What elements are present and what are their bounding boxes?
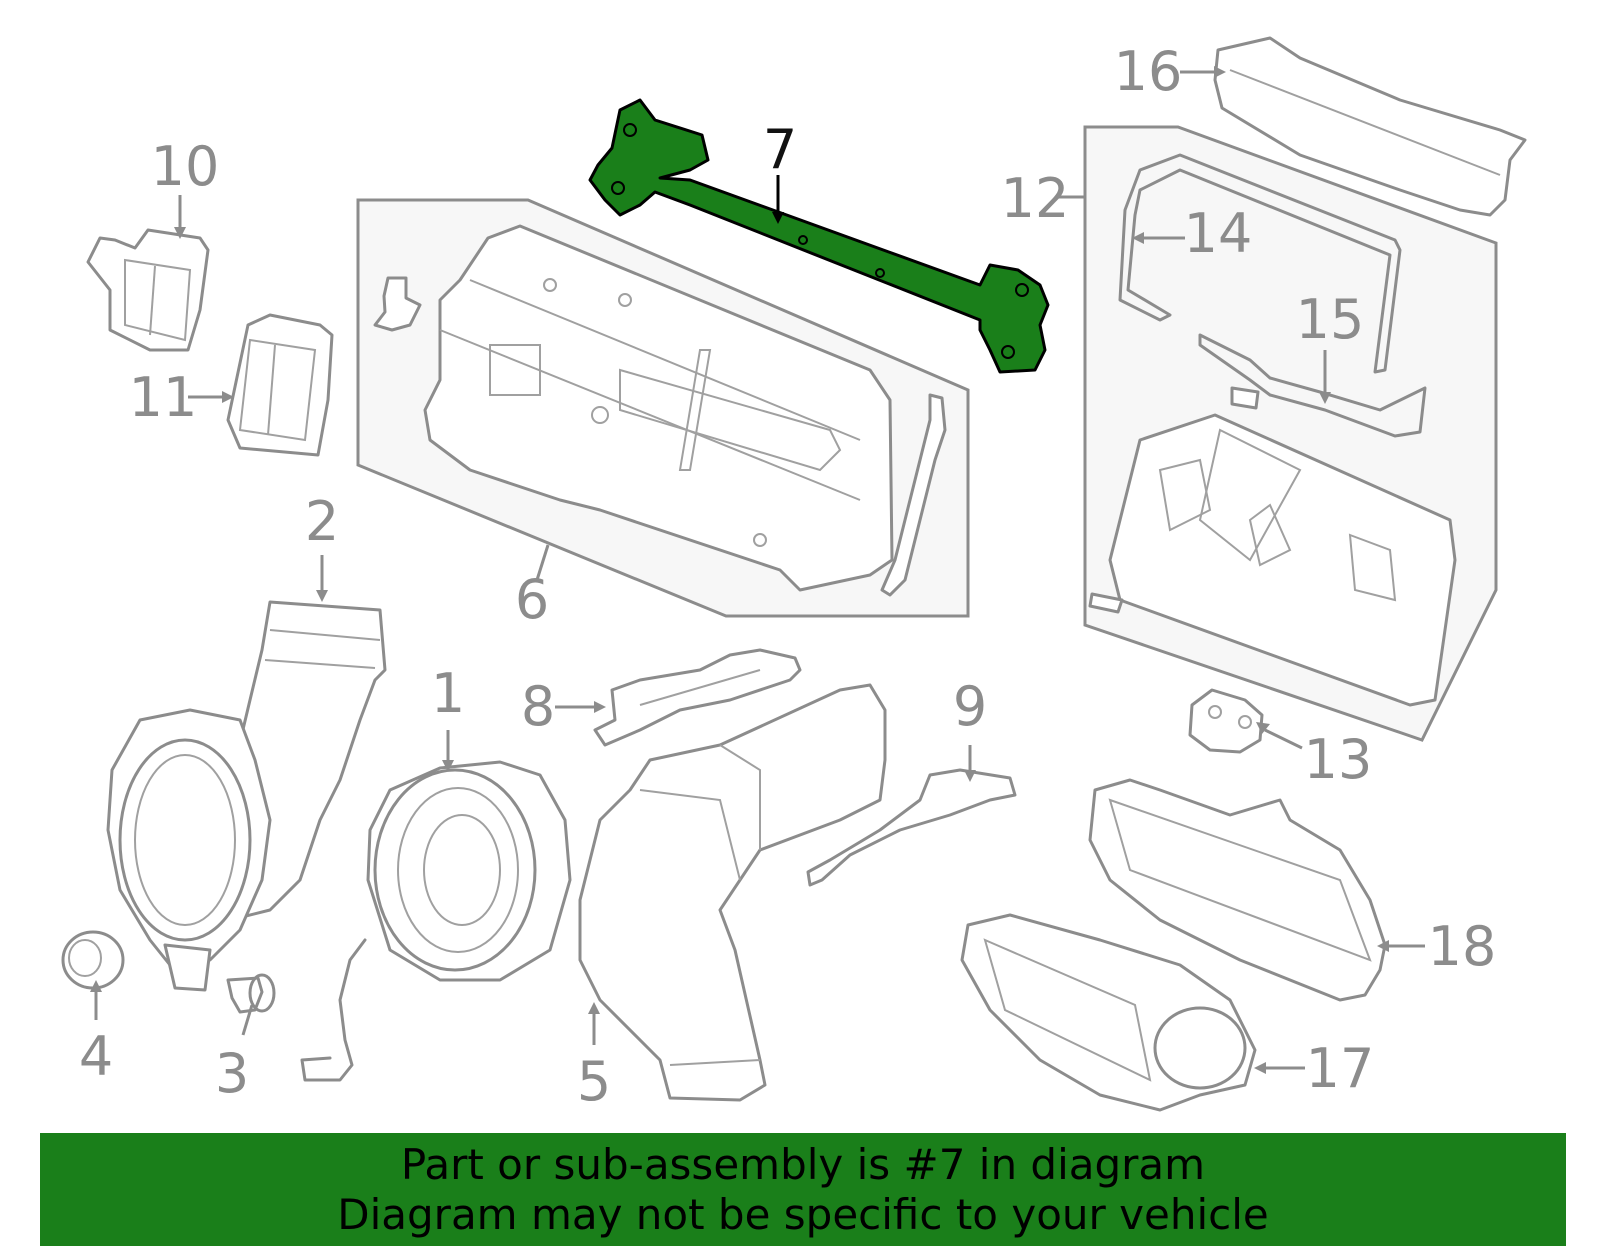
callout-12[interactable]: 12 [1001,167,1070,230]
info-banner: Part or sub-assembly is #7 in diagram Di… [40,1133,1566,1246]
arrowhead [1254,1062,1266,1074]
arrowhead [594,701,606,713]
arrowhead [442,760,454,772]
callout-11[interactable]: 11 [129,366,198,429]
arrowhead [1132,232,1144,244]
arrowhead [1377,940,1389,952]
callout-13[interactable]: 13 [1304,728,1373,791]
part-1-blower-motor[interactable] [300,760,572,1082]
callout-6[interactable]: 6 [515,568,549,631]
callout-leaders [90,66,1425,1074]
part-13-insulator[interactable] [1188,688,1264,754]
part-7-crossmember[interactable] [588,98,1050,374]
arrowhead [772,212,784,224]
arrowhead [1214,66,1226,78]
callout-17[interactable]: 17 [1306,1037,1375,1100]
callout-10[interactable]: 10 [151,135,220,198]
arrowhead [1319,392,1331,404]
arrowhead [90,980,102,992]
arrowhead [1256,722,1270,734]
callout-numbers: 1 2 3 4 5 6 7 8 9 10 11 12 13 14 15 16 1… [79,40,1497,1113]
callout-9[interactable]: 9 [953,675,987,738]
part-8-bracket[interactable] [593,648,802,747]
part-5-air-duct[interactable] [578,683,887,1102]
arrowhead [316,590,328,602]
callout-7[interactable]: 7 [763,118,797,181]
callout-1[interactable]: 1 [431,662,465,725]
blower-housing [106,708,272,992]
arrowhead [588,1002,600,1014]
part-4-grommet[interactable] [61,930,125,990]
callout-15[interactable]: 15 [1296,288,1365,351]
part-3-clip[interactable] [226,973,276,1014]
arrowhead [222,391,234,403]
callout-18[interactable]: 18 [1428,915,1497,978]
callout-4[interactable]: 4 [79,1025,113,1088]
callout-8[interactable]: 8 [521,675,555,738]
banner-line-1: Part or sub-assembly is #7 in diagram [400,1139,1206,1189]
arrowhead [964,770,976,782]
part-12-cover-assembly[interactable] [1083,125,1498,742]
part-10-relay-module[interactable] [86,228,210,352]
part-18-frame[interactable] [1088,778,1387,1002]
part-9-support-rod[interactable] [806,768,1017,887]
part-11-connector[interactable] [226,313,334,457]
callout-2[interactable]: 2 [305,490,339,553]
callout-16[interactable]: 16 [1114,40,1183,103]
arrowhead [174,227,186,239]
part-17-fan-housing[interactable] [960,913,1257,1112]
part-6-battery-tray[interactable] [356,198,970,618]
callout-5[interactable]: 5 [577,1050,611,1113]
callout-14[interactable]: 14 [1184,202,1253,265]
banner-line-2: Diagram may not be specific to your vehi… [337,1189,1269,1239]
callout-3[interactable]: 3 [215,1042,249,1105]
part-16-shield[interactable] [1213,36,1527,217]
